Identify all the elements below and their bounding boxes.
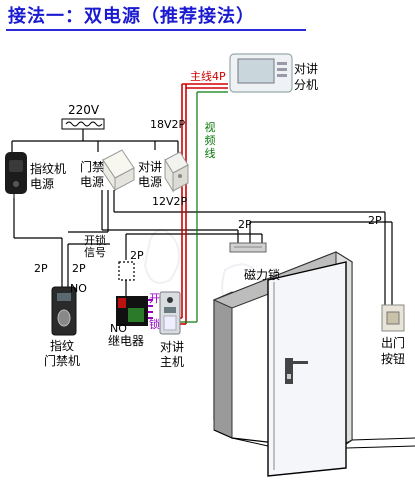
label-18v2p: 18V2P xyxy=(150,118,186,131)
relay-module xyxy=(116,296,153,326)
label-main-4p: 主线4P xyxy=(190,70,226,83)
label-intercom-ext-1: 对讲 xyxy=(294,62,319,76)
label-lock: 锁 xyxy=(149,318,160,331)
label-no-relay: NO xyxy=(110,322,127,335)
label-intercom-main-1: 对讲 xyxy=(160,340,185,354)
label-fp-machine-2: 门禁机 xyxy=(44,354,81,368)
label-intercom-power: 对讲电源 xyxy=(138,160,163,189)
door-power-supply xyxy=(102,149,135,192)
video-line xyxy=(178,91,228,323)
label-open: 开 xyxy=(149,292,160,305)
label-intercom-main-2: 主机 xyxy=(160,355,185,369)
label-video-line: 视频线 xyxy=(204,121,216,160)
title-underline xyxy=(6,29,306,31)
label-2p-relay: 2P xyxy=(130,249,144,262)
label-fp-power: 指纹机电源 xyxy=(30,162,67,191)
label-2p-maglock: 2P xyxy=(238,218,252,231)
door-leaf xyxy=(267,261,347,477)
label-no-fp: NO xyxy=(70,282,87,295)
exit-button xyxy=(381,304,405,332)
label-unlock-1: 开锁 xyxy=(84,234,106,247)
main-line-4p xyxy=(176,83,228,325)
intercom-extension-monitor xyxy=(229,53,293,93)
label-2p-exit: 2P xyxy=(368,214,382,227)
label-2p-fp: 2P xyxy=(34,262,48,275)
power-220v-terminal xyxy=(61,118,105,130)
label-intercom-ext-2: 分机 xyxy=(294,78,319,92)
label-220v: 220V xyxy=(68,103,100,117)
label-unlock-2: 信号 xyxy=(84,246,106,259)
fingerprint-power-adapter xyxy=(5,152,27,198)
intercom-power-supply xyxy=(164,151,189,193)
floor-line xyxy=(213,429,415,449)
label-exit-btn-2: 按钮 xyxy=(381,352,406,366)
label-12v2p: 12V2P xyxy=(152,195,188,208)
label-exit-btn-1: 出门 xyxy=(381,336,406,350)
label-door-power: 门禁电源 xyxy=(80,160,105,189)
black-wires xyxy=(11,128,393,305)
label-2p-signal: 2P xyxy=(72,262,86,275)
intercom-main-unit xyxy=(159,291,181,335)
label-mag-lock: 磁力锁 xyxy=(244,268,281,282)
label-fp-machine-1: 指纹 xyxy=(50,339,75,353)
magnetic-lock xyxy=(229,242,267,253)
page-title: 接法一：双电源（推荐接法） xyxy=(8,6,255,27)
label-relay: 继电器 xyxy=(108,334,145,348)
fingerprint-access-machine xyxy=(51,286,77,336)
